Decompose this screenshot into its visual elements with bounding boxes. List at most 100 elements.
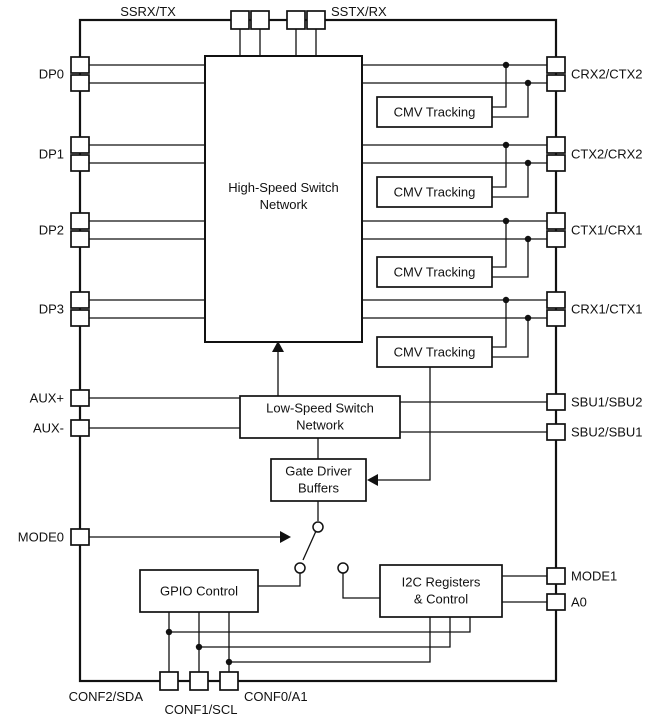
junction-dots xyxy=(165,61,532,666)
junction-dot xyxy=(165,628,173,636)
pin-pad-ssrx-a xyxy=(230,10,250,30)
switch-throw-i2c-icon xyxy=(337,562,349,574)
wire-i2c-conf2 xyxy=(169,617,471,633)
gate-driver-buffers-label-2: Buffers xyxy=(298,481,339,496)
pin-pad-sstx-b xyxy=(306,10,326,30)
pin-pad-ctx2-a xyxy=(546,136,566,154)
i2c-registers-label-2: & Control xyxy=(414,592,468,607)
arrow-up-icon xyxy=(272,341,284,352)
junction-dot xyxy=(524,159,532,167)
switch-pole-icon xyxy=(312,521,324,533)
cmv-tracking-4-label: CMV Tracking xyxy=(394,345,476,360)
pin-label-ctx1: CTX1/CRX1 xyxy=(571,223,643,238)
junction-dot xyxy=(524,235,532,243)
pin-label-conf1: CONF1/SCL xyxy=(165,702,238,717)
junction-dot xyxy=(502,217,510,225)
wire-cmv1-tap-a xyxy=(492,65,507,108)
arrow-left-icon xyxy=(367,474,378,486)
pin-pad-a0 xyxy=(546,593,566,611)
junction-dot xyxy=(502,296,510,304)
pin-label-sstx: SSTX/RX xyxy=(331,4,387,19)
pin-pad-dp1-b xyxy=(70,154,90,172)
blocks: High-Speed Switch Network CMV Tracking C… xyxy=(139,55,503,618)
junction-dot xyxy=(195,643,203,651)
wire-cmv2-tap-b xyxy=(492,163,529,198)
pin-pad-dp2-b xyxy=(70,230,90,248)
low-speed-switch-label-1: Low-Speed Switch xyxy=(266,401,374,416)
cmv-tracking-3-block xyxy=(376,256,493,288)
low-speed-switch-block xyxy=(239,395,401,439)
gpio-control-block xyxy=(139,569,259,613)
pin-label-conf2: CONF2/SDA xyxy=(69,689,144,704)
pin-pad-conf0 xyxy=(219,671,239,691)
pin-pad-dp3-a xyxy=(70,291,90,309)
cmv-tracking-2-label: CMV Tracking xyxy=(394,185,476,200)
pin-pad-sstx-a xyxy=(286,10,306,30)
gate-driver-buffers-block xyxy=(270,458,367,502)
pin-pad-ctx2-b xyxy=(546,154,566,172)
pin-label-dp1: DP1 xyxy=(39,147,64,162)
wire-cmv1-tap-b xyxy=(492,83,529,118)
pin-pad-conf1 xyxy=(189,671,209,691)
wires xyxy=(89,29,547,672)
pin-label-a0: A0 xyxy=(571,595,587,610)
pin-pad-mode1 xyxy=(546,567,566,585)
pin-pads xyxy=(70,10,566,691)
switch-lever xyxy=(302,530,317,561)
pin-pad-conf2 xyxy=(159,671,179,691)
pin-label-sbu2: SBU2/SBU1 xyxy=(571,425,643,440)
junction-dot xyxy=(502,61,510,69)
high-speed-switch-label-1: High-Speed Switch xyxy=(228,180,339,195)
pin-label-sbu1: SBU1/SBU2 xyxy=(571,395,643,410)
pin-pad-ssrx-b xyxy=(250,10,270,30)
pin-pad-dp1-a xyxy=(70,136,90,154)
pin-label-conf0: CONF0/A1 xyxy=(244,689,308,704)
pin-label-mode1: MODE1 xyxy=(571,569,617,584)
pin-pad-sbu2 xyxy=(546,423,566,441)
junction-dot xyxy=(524,314,532,322)
pin-pad-crx2-b xyxy=(546,74,566,92)
pin-label-aux-minus: AUX- xyxy=(33,421,64,436)
pin-pad-dp0-a xyxy=(70,56,90,74)
pin-pad-crx1-a xyxy=(546,291,566,309)
pin-pad-dp0-b xyxy=(70,74,90,92)
pin-pad-mode0 xyxy=(70,528,90,546)
pin-pad-dp3-b xyxy=(70,309,90,327)
switch-throw-gpio-icon xyxy=(294,562,306,574)
pin-labels: SSRX/TX SSTX/RX DP0 DP1 DP2 DP3 AUX+ AUX… xyxy=(18,4,643,717)
pin-label-crx1: CRX1/CTX1 xyxy=(571,302,643,317)
wire-i2c-conf1 xyxy=(199,617,451,648)
wire-cmv3-tap-b xyxy=(492,239,529,278)
low-speed-switch-label-2: Network xyxy=(296,418,344,433)
pin-label-aux-plus: AUX+ xyxy=(30,391,64,406)
wire-i2c-conf0 xyxy=(229,617,431,663)
pin-label-dp0: DP0 xyxy=(39,67,64,82)
wire-cmv3-tap-a xyxy=(492,221,507,268)
cmv-tracking-3-label: CMV Tracking xyxy=(394,265,476,280)
pin-pad-aux-plus xyxy=(70,389,90,407)
pin-pad-crx2-a xyxy=(546,56,566,74)
wire-cmv2-tap-a xyxy=(492,145,507,188)
gpio-control-label: GPIO Control xyxy=(160,584,238,599)
pin-pad-sbu1 xyxy=(546,393,566,411)
wire-cmv4-tap-b xyxy=(492,318,529,358)
arrow-right-icon xyxy=(280,531,291,543)
pin-label-mode0: MODE0 xyxy=(18,530,64,545)
pin-label-ssrx: SSRX/TX xyxy=(120,4,176,19)
wire-cmv4-to-gdb xyxy=(378,367,431,481)
pin-pad-crx1-b xyxy=(546,309,566,327)
pin-pad-ctx1-b xyxy=(546,230,566,248)
pin-pad-aux-minus xyxy=(70,419,90,437)
junction-dot xyxy=(502,141,510,149)
i2c-registers-label-1: I2C Registers xyxy=(402,575,481,590)
pin-label-dp2: DP2 xyxy=(39,223,64,238)
pin-pad-ctx1-a xyxy=(546,212,566,230)
pin-label-dp3: DP3 xyxy=(39,302,64,317)
pin-label-ctx2: CTX2/CRX2 xyxy=(571,147,643,162)
cmv-tracking-2-block xyxy=(376,176,493,208)
i2c-registers-block xyxy=(379,564,503,618)
gate-driver-buffers-label-1: Gate Driver xyxy=(285,464,352,479)
wire-throw-gpio xyxy=(258,573,301,587)
